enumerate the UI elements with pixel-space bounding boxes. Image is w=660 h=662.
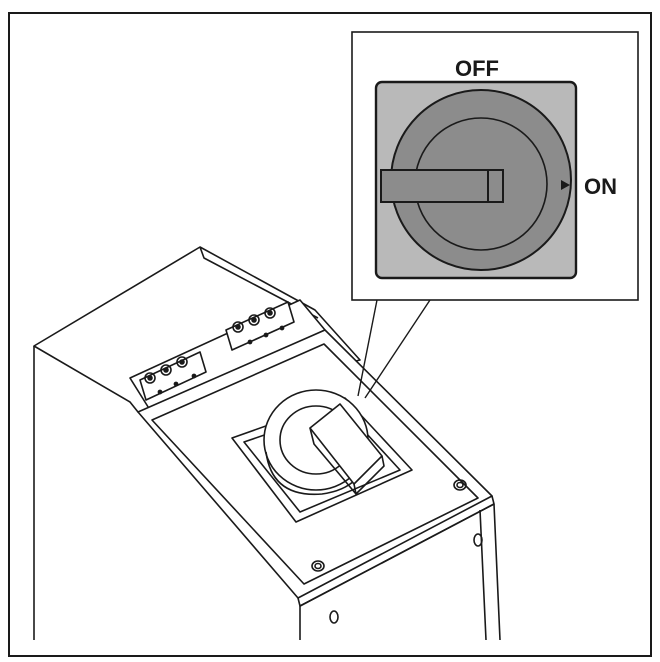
hinge-right	[225, 301, 295, 351]
hinge-left	[139, 351, 207, 401]
cabinet-roof-edge	[199, 246, 319, 319]
on-label: ON	[584, 174, 617, 199]
off-label: OFF	[455, 56, 499, 81]
cabinet	[33, 246, 501, 641]
cabinet-front-lower	[299, 503, 495, 607]
cabinet-right-face	[299, 503, 501, 641]
dial-handle	[380, 169, 504, 203]
door-inner-border	[151, 343, 479, 585]
triangle-right-icon	[561, 180, 570, 190]
door-screws	[311, 479, 483, 624]
detail-callout: OFF ON	[351, 31, 639, 301]
knob-3d	[263, 389, 385, 496]
callout-lines	[357, 299, 431, 399]
